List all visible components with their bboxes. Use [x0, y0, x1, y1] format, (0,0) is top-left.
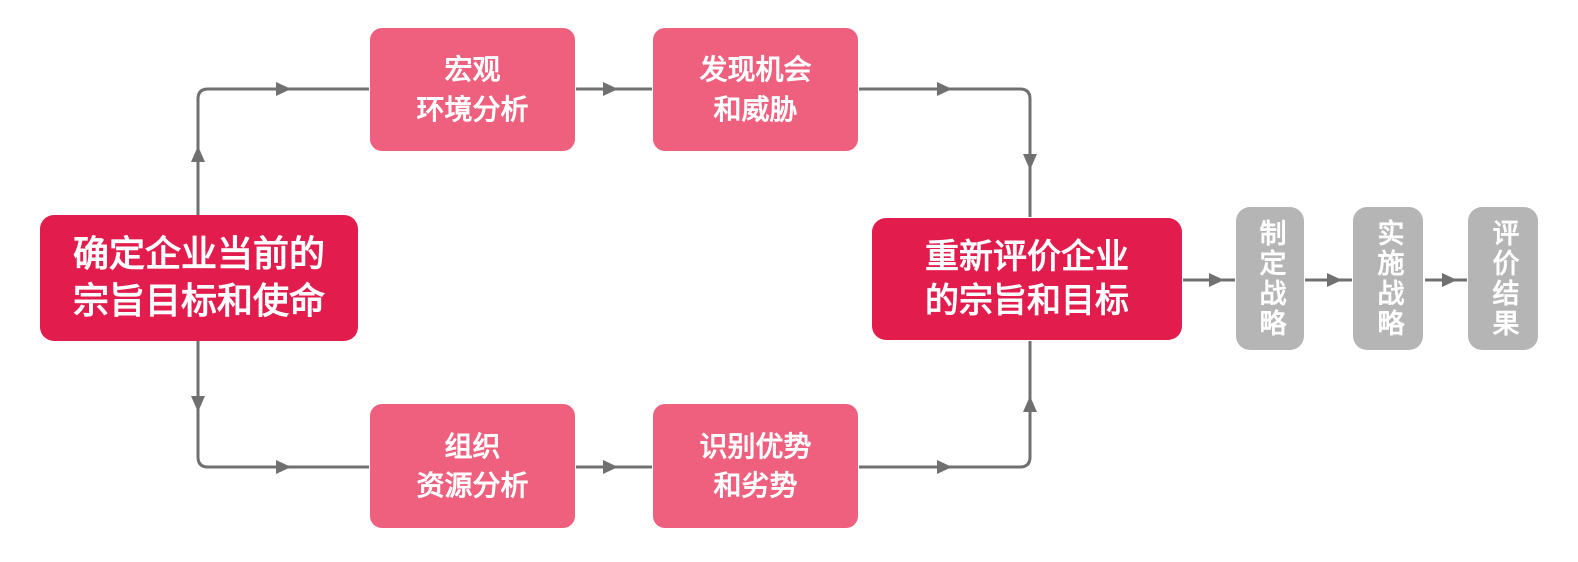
arrow-implement-to-evaluate — [1425, 273, 1467, 287]
arrow-mission-to-macro-env — [191, 82, 369, 216]
node-current-mission-line2: 宗旨目标和使命 — [72, 280, 325, 321]
node-reevaluate-line2: 的宗旨和目标 — [925, 282, 1129, 320]
node-evaluate-results: 评价结果 — [1468, 207, 1538, 350]
node-macro-environment-analysis: 宏观 环境分析 — [370, 28, 575, 151]
node-formulate-strategy: 制定战略 — [1236, 207, 1304, 350]
node-reevaluate-goals: 重新评价企业 的宗旨和目标 — [872, 218, 1182, 340]
node-macro-env-line1: 宏观 — [444, 54, 501, 86]
node-current-mission-line1: 确定企业当前的 — [72, 233, 325, 275]
node-org-resources-line2: 资源分析 — [416, 470, 529, 501]
node-opp-threats-line2: 和威胁 — [713, 93, 798, 125]
node-reevaluate-line1: 重新评价企业 — [925, 237, 1129, 276]
node-evaluate-label: 评价结果 — [1488, 218, 1519, 339]
arrow-strengths-to-reevaluate — [859, 341, 1037, 474]
node-strength-weak-line2: 和劣势 — [713, 470, 798, 501]
node-formulate-label: 制定战略 — [1255, 218, 1286, 339]
node-current-mission: 确定企业当前的 宗旨目标和使命 — [40, 215, 358, 341]
node-implement-strategy: 实施战略 — [1353, 207, 1423, 350]
arrow-org-resources-to-strengths — [576, 460, 652, 474]
arrow-formulate-to-implement — [1305, 273, 1352, 287]
node-strengths-and-weaknesses: 识别优势 和劣势 — [653, 404, 858, 528]
arrow-mission-to-org-resources — [191, 340, 369, 474]
node-organizational-resource-analysis: 组织 资源分析 — [370, 404, 575, 528]
node-macro-env-line2: 环境分析 — [416, 93, 529, 125]
arrow-reevaluate-to-formulate — [1183, 273, 1235, 287]
node-opportunities-and-threats: 发现机会 和威胁 — [653, 28, 858, 151]
arrow-macro-env-to-opportunities — [576, 82, 652, 96]
node-strength-weak-line1: 识别优势 — [699, 430, 812, 462]
arrow-opportunities-to-reevaluate — [859, 82, 1037, 217]
node-opp-threats-line1: 发现机会 — [699, 54, 812, 86]
node-implement-label: 实施战略 — [1373, 218, 1404, 339]
node-org-resources-line1: 组织 — [444, 430, 501, 462]
